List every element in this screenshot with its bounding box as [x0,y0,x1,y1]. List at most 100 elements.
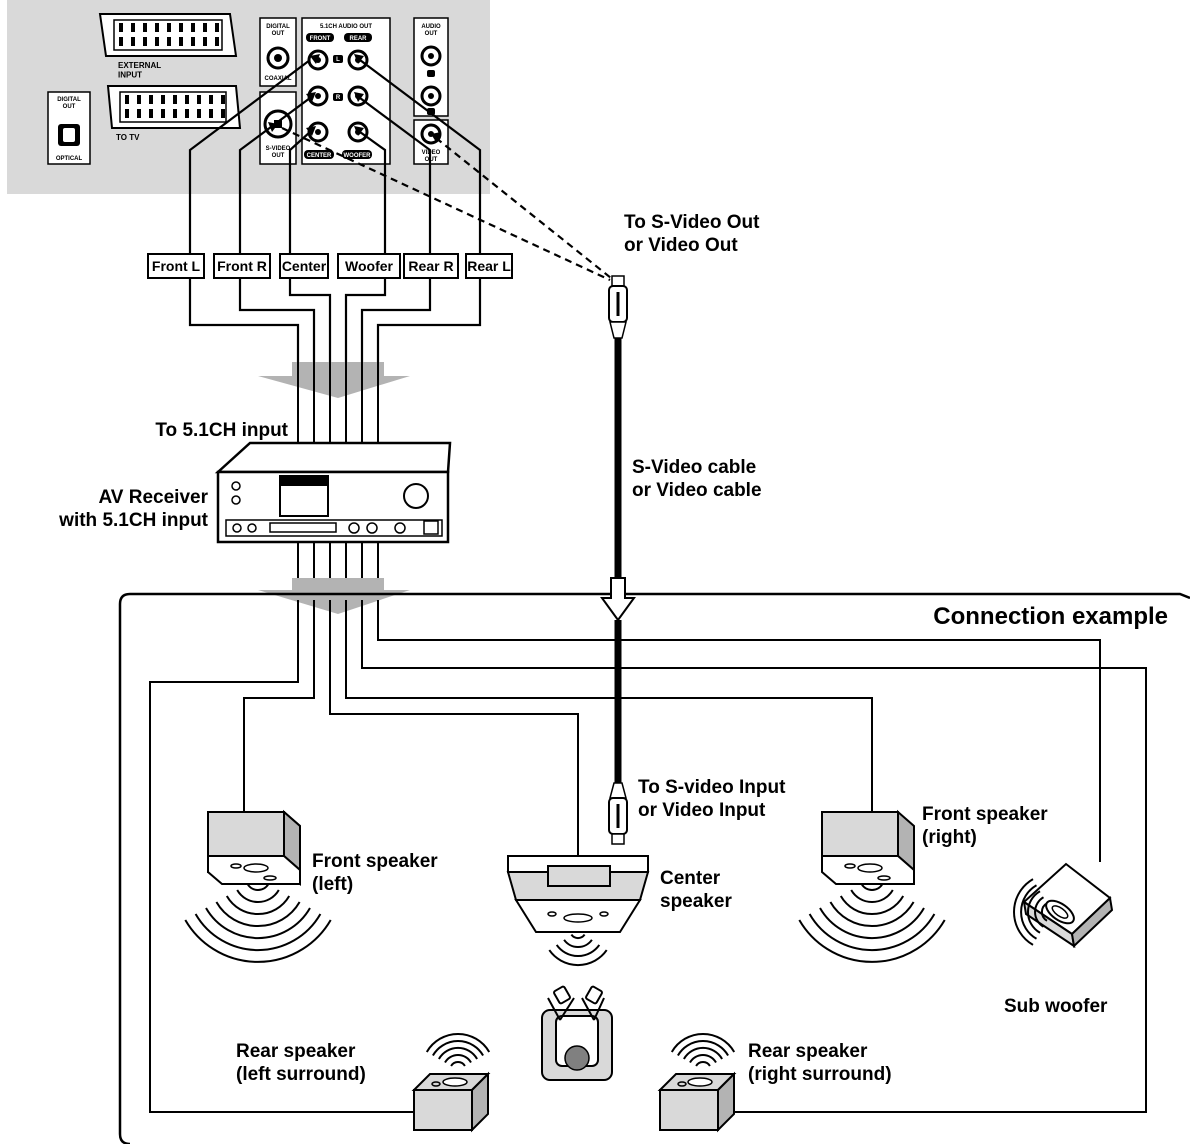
to-51ch-input-label: To 5.1CH input [155,420,288,441]
wave-arc [548,949,608,967]
cable-label: Rear R [408,258,453,274]
cable-label-box [465,253,513,279]
rear-speaker-right-icon [657,1071,737,1133]
wave-arc [563,939,593,949]
coaxial-label: COAXIAL [265,76,292,82]
cable-label: Front L [152,258,201,274]
cable-label-box [403,253,459,279]
cables-to-receiver [297,362,379,447]
wave-arc [829,901,915,928]
wave-arc [1013,878,1034,946]
sound-waves-rear-right [670,1032,736,1067]
sound-waves-sub-woofer [1013,878,1048,946]
sound-waves-front-left [184,883,332,963]
wave-arc [1027,890,1041,934]
rear-speaker-right-label: Rear speaker(right surround) [748,1041,892,1085]
rear-speaker-left-icon [411,1071,491,1133]
wave-arc [1034,896,1045,928]
sound-waves-center [548,933,608,967]
wave-arc [808,913,936,952]
wave-arc [850,889,894,903]
wave-arc [860,883,884,891]
cable-label-box [337,253,401,279]
sub-woofer-label: Sub woofer [1004,996,1108,1017]
speaker-wiring [149,600,1147,1113]
wave-arc [236,889,280,903]
wave-arc [570,933,586,940]
rear-speaker-left-label: Rear speaker(left surround) [236,1041,366,1085]
wave-arc [184,919,332,963]
rear-label: REAR [349,36,367,42]
r-label: R [336,95,341,101]
wave-arc [689,1053,717,1064]
connection-example-frame [118,592,1190,1144]
wave-arc [246,883,270,891]
wave-arc [215,901,301,928]
front-label: FRONT [310,36,331,42]
center-label: CENTER [307,153,332,159]
video-cable [600,275,636,845]
sound-waves-rear-left [425,1032,491,1067]
cable-label-box [147,253,205,279]
cable-label: Rear L [467,258,511,274]
av-receiver-icon [214,441,452,544]
front-speaker-left-label: Front speaker(left) [312,851,438,895]
wave-arc [432,1040,484,1057]
center-speaker-icon [506,855,650,933]
cable-label: Front R [217,258,267,274]
connection-example-title: Connection example [933,603,1168,630]
woofer-label: WOOFER [344,153,372,159]
cable-label: Woofer [345,258,394,274]
down-arrow-to-receiver [258,362,410,398]
wave-arc [194,913,322,952]
wave-arc [425,1032,491,1053]
wave-arc [798,919,946,963]
cable-label-box [213,253,271,279]
front-speaker-right-icon [821,809,915,885]
wave-arc [555,944,601,957]
listener-icon [541,985,613,1081]
scart-external-input [98,13,238,57]
wave-arc [839,895,905,916]
optical-label: OPTICAL [56,156,83,162]
audio-51-out-label: 5.1CH AUDIO OUT [320,24,372,30]
cable-arrowheads [268,54,441,142]
wave-arc [683,1046,723,1060]
wave-arc [1040,902,1048,922]
wave-arc [695,1061,711,1067]
wave-arc [1020,884,1038,940]
wave-arc [819,907,925,940]
wave-arc [444,1053,472,1064]
down-arrow-from-receiver [258,578,410,614]
front-speaker-right-label: Front speaker(right) [922,804,1048,848]
cable-label-box [279,253,329,279]
to-tv-label: TO TV [116,133,140,142]
cable-label: Center [282,258,327,274]
audio-cables-top [188,59,482,362]
wave-arc [205,907,311,940]
cable-labels: Front L Front R Center Woofer Rear R Rear L [147,253,513,279]
wave-arc [450,1061,466,1067]
sub-woofer-icon [1022,862,1114,949]
wave-arc [670,1032,736,1053]
wave-arc [438,1046,478,1060]
l-label: L [336,57,340,63]
sound-waves-front-right [798,883,946,963]
wave-arc [677,1040,729,1057]
front-speaker-left-icon [207,809,301,886]
video-cable-dashed [281,127,617,283]
wave-arc [225,895,291,916]
